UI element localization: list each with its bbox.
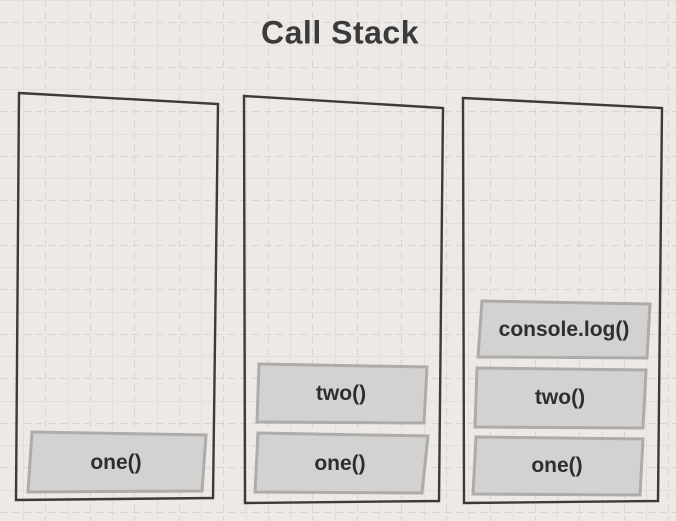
frame-3-box-two-label: two() <box>534 386 586 409</box>
frame-3-box-console-log-label: console.log() <box>498 318 630 341</box>
grid-line-vertical-dashed <box>312 0 313 521</box>
frame-3-box-one <box>471 435 645 497</box>
grid-line-vertical-dashed <box>624 0 625 521</box>
grid-line-vertical <box>513 0 514 521</box>
grid-line-horizontal <box>0 223 676 224</box>
frame-2-box-one-label: one() <box>314 452 366 475</box>
frame-2-box-one <box>253 431 430 495</box>
grid-line-horizontal-dashed <box>0 289 676 290</box>
grid-line-horizontal-dashed <box>0 200 676 201</box>
grid-line-vertical-dashed <box>401 0 402 521</box>
grid-line-horizontal <box>0 45 676 46</box>
grid-line-vertical <box>335 0 336 521</box>
frame-3-box-two <box>473 366 648 430</box>
grid-line-vertical-dashed <box>357 0 358 521</box>
grid-line-vertical-dashed <box>446 0 447 521</box>
grid-line-vertical <box>112 0 113 521</box>
grid-line-horizontal-dashed <box>0 111 676 112</box>
grid-line-horizontal-dashed <box>0 334 676 335</box>
grid-line-vertical <box>424 0 425 521</box>
frame-2-box-two <box>255 362 429 425</box>
grid-line-vertical <box>379 0 380 521</box>
grid-line-vertical <box>646 0 647 521</box>
grid-line-horizontal-dashed <box>0 512 676 513</box>
grid-line-vertical <box>23 0 24 521</box>
grid-line-vertical <box>602 0 603 521</box>
grid-line-vertical-dashed <box>668 0 669 521</box>
grid-line-vertical <box>68 0 69 521</box>
frame-3-box-console-log <box>476 299 652 360</box>
frame-2-box-two-label: two() <box>315 382 367 405</box>
grid-line-vertical-dashed <box>45 0 46 521</box>
grid-line-horizontal <box>0 0 676 1</box>
grid-line-vertical <box>468 0 469 521</box>
frame-1-box-one <box>26 430 208 494</box>
grid-line-vertical <box>290 0 291 521</box>
stack-frame-2-outline <box>242 94 445 505</box>
grid-line-horizontal <box>0 312 676 313</box>
grid-line-horizontal <box>0 178 676 179</box>
frame-3-box-one-label: one() <box>531 454 583 477</box>
grid-line-vertical-dashed <box>579 0 580 521</box>
grid-line-vertical <box>201 0 202 521</box>
grid-line-horizontal <box>0 89 676 90</box>
grid-line-horizontal <box>0 267 676 268</box>
grid-line-vertical-dashed <box>490 0 491 521</box>
grid-line-vertical <box>246 0 247 521</box>
stack-frame-1-outline <box>14 91 220 502</box>
stack-frame-3-outline <box>461 96 664 505</box>
grid-line-horizontal <box>0 356 676 357</box>
grid-line-horizontal-dashed <box>0 67 676 68</box>
grid-line-horizontal-dashed <box>0 245 676 246</box>
grid-line-vertical-dashed <box>268 0 269 521</box>
page-title: Call Stack <box>261 14 419 51</box>
grid-line-vertical <box>557 0 558 521</box>
grid-line-horizontal-dashed <box>0 156 676 157</box>
frame-1-box-one-label: one() <box>90 451 142 474</box>
grid-line-vertical-dashed <box>134 0 135 521</box>
grid-line-vertical-dashed <box>90 0 91 521</box>
grid-line-vertical <box>157 0 158 521</box>
grid-line-horizontal-dashed <box>0 22 676 23</box>
grid-line-horizontal <box>0 134 676 135</box>
grid-line-vertical-dashed <box>179 0 180 521</box>
grid-line-vertical-dashed <box>223 0 224 521</box>
grid-line-vertical-dashed <box>535 0 536 521</box>
